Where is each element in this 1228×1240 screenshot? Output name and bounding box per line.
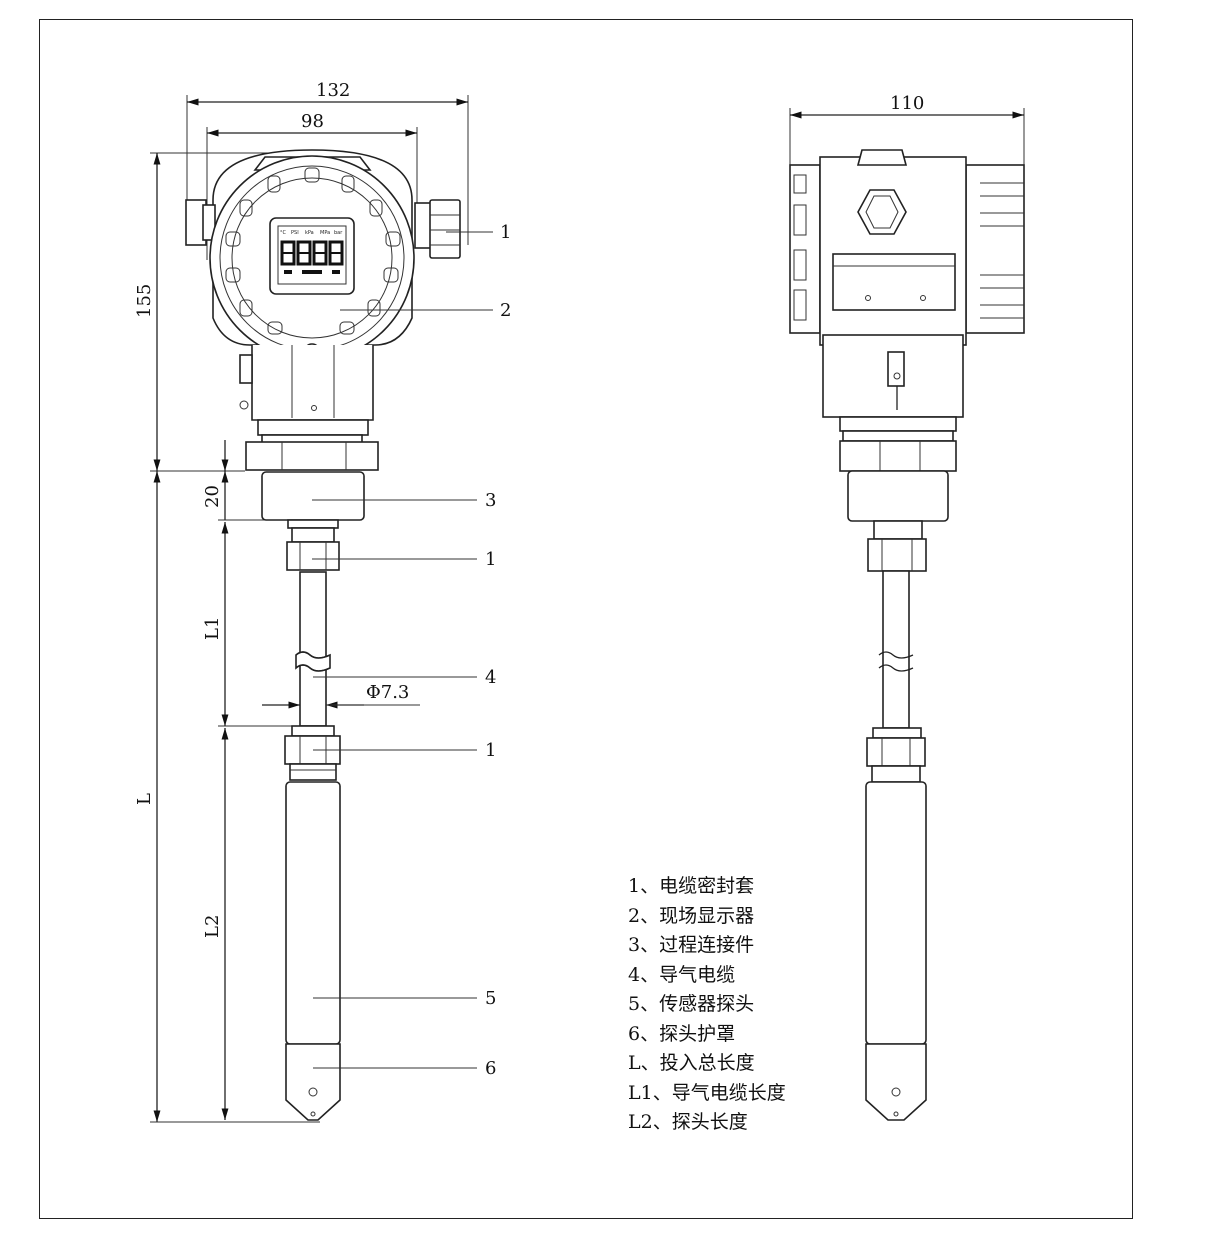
sensor-probe	[285, 781, 341, 1045]
air-vent-cable	[299, 571, 327, 727]
legend-item: L、投入总长度	[628, 1052, 755, 1074]
lcd-unit-labels: °C PSI kPa MPa bar	[280, 230, 343, 236]
side-cable	[882, 570, 910, 729]
cover-inner-ring	[231, 177, 393, 339]
dim-label-L: L	[134, 793, 155, 805]
legend-item: 2、现场显示器	[628, 904, 755, 927]
unit-label: kPa	[305, 230, 314, 236]
legend-item: 5、传感器探头	[628, 993, 755, 1015]
lcd-screen	[277, 225, 347, 285]
dim-label-98: 98	[301, 111, 324, 132]
callout-4: 4	[485, 667, 496, 688]
process-connection	[261, 471, 365, 521]
cable-gland-top-a	[291, 527, 335, 543]
callout-3: 3	[485, 490, 496, 511]
unit-label: °C	[280, 230, 287, 236]
bottom-collar	[257, 419, 369, 436]
dim-label-20: 20	[202, 485, 223, 508]
cable-gland-top	[286, 541, 340, 571]
side-lug	[887, 351, 905, 387]
legend-item: L2、探头长度	[628, 1111, 748, 1133]
housing-neck	[251, 345, 374, 421]
dim-label-155: 155	[134, 284, 155, 318]
legend-item: 1、电缆密封套	[628, 875, 755, 897]
side-gland-bottom	[866, 737, 926, 767]
side-process-connection	[847, 470, 949, 522]
callout-5: 5	[485, 988, 496, 1009]
nameplate	[832, 253, 956, 311]
legend: 1、电缆密封套 2、现场显示器 3、过程连接件 4、导气电缆 5、传感器探头 6…	[628, 872, 786, 1138]
side-hex-nut	[839, 440, 957, 472]
callout-1: 1	[500, 222, 511, 243]
hex-nut	[245, 441, 379, 471]
unit-label: PSI	[291, 230, 299, 236]
side-probe	[865, 781, 927, 1045]
right-cover	[965, 164, 1025, 334]
cover-notches	[225, 167, 401, 335]
legend-item: L1、导气电缆长度	[628, 1081, 786, 1104]
legend-item: 6、探头护罩	[628, 1022, 736, 1045]
hex-plug	[857, 189, 907, 235]
dim-label-L1: L1	[202, 617, 223, 640]
callout-1c: 1	[485, 740, 496, 761]
side-probe-guard	[865, 1043, 927, 1121]
side-view: 110	[789, 93, 1025, 1121]
ground-lug	[239, 354, 253, 384]
probe-guard	[285, 1043, 341, 1121]
front-view: 132 98 155 20 L L1 L2	[134, 80, 511, 1123]
legend-item: 4、导气电缆	[628, 963, 736, 986]
callout-1b: 1	[485, 549, 496, 570]
lcd-frame	[269, 217, 355, 295]
callout-6: 6	[485, 1058, 496, 1079]
side-gland-top	[867, 538, 927, 572]
right-gland	[429, 199, 461, 259]
dim-label-L2: L2	[202, 915, 223, 938]
dim-label-110: 110	[890, 93, 924, 114]
drawing-frame	[39, 19, 1133, 1219]
dim-label-diameter: Φ7.3	[366, 682, 409, 703]
legend-item: 3、过程连接件	[628, 934, 755, 956]
unit-label: bar	[334, 230, 343, 236]
callout-2: 2	[500, 300, 511, 321]
dim-label-132: 132	[316, 80, 350, 101]
side-housing	[819, 156, 967, 346]
cable-gland-bottom-a	[291, 725, 335, 737]
left-gland-nut	[202, 204, 216, 241]
unit-label: MPa	[320, 230, 330, 236]
lcd-digits	[280, 240, 344, 274]
side-cap	[856, 149, 908, 166]
